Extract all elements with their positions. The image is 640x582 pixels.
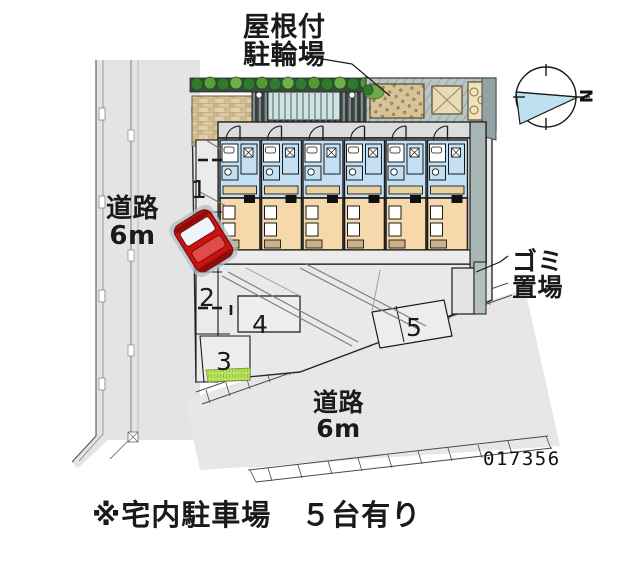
label-covered-bicycle-parking: 屋根付 駐輪場 bbox=[243, 12, 326, 72]
apartment-building bbox=[217, 121, 487, 271]
compass-north-label: N bbox=[575, 88, 596, 104]
label-garbage-area: ゴミ 置場 bbox=[512, 247, 564, 303]
parking-stall-number-2: 2 bbox=[199, 283, 215, 312]
label-road-left: 道路 6m bbox=[106, 194, 160, 252]
apartment-unit bbox=[385, 125, 427, 251]
road-left-area bbox=[71, 60, 200, 468]
entrance-fence bbox=[251, 87, 377, 125]
plan-id-number: 017356 bbox=[483, 448, 561, 470]
leader-lines bbox=[315, 57, 509, 273]
label-road-bottom: 道路 6m bbox=[313, 388, 365, 444]
parking-stall-number-1: 1 bbox=[191, 175, 207, 204]
parking-stall-number-5: 5 bbox=[406, 313, 422, 342]
onsite-parking-note: ※宅内駐車場 ５台有り bbox=[92, 498, 422, 532]
compass-rose bbox=[513, 64, 590, 130]
apartment-unit bbox=[302, 125, 344, 251]
apartment-unit bbox=[343, 125, 386, 251]
parking-lot bbox=[195, 139, 471, 383]
apartment-unit bbox=[219, 125, 261, 251]
parking-stall-number-3: 3 bbox=[216, 347, 232, 376]
parking-stall-number-4: 4 bbox=[252, 310, 268, 339]
garbage-enclosure bbox=[451, 261, 487, 315]
hedge-row bbox=[189, 76, 376, 93]
apartment-unit bbox=[426, 125, 469, 251]
parked-car bbox=[169, 204, 238, 277]
apartment-unit bbox=[260, 125, 303, 251]
bicycle-parking-area bbox=[362, 77, 497, 141]
